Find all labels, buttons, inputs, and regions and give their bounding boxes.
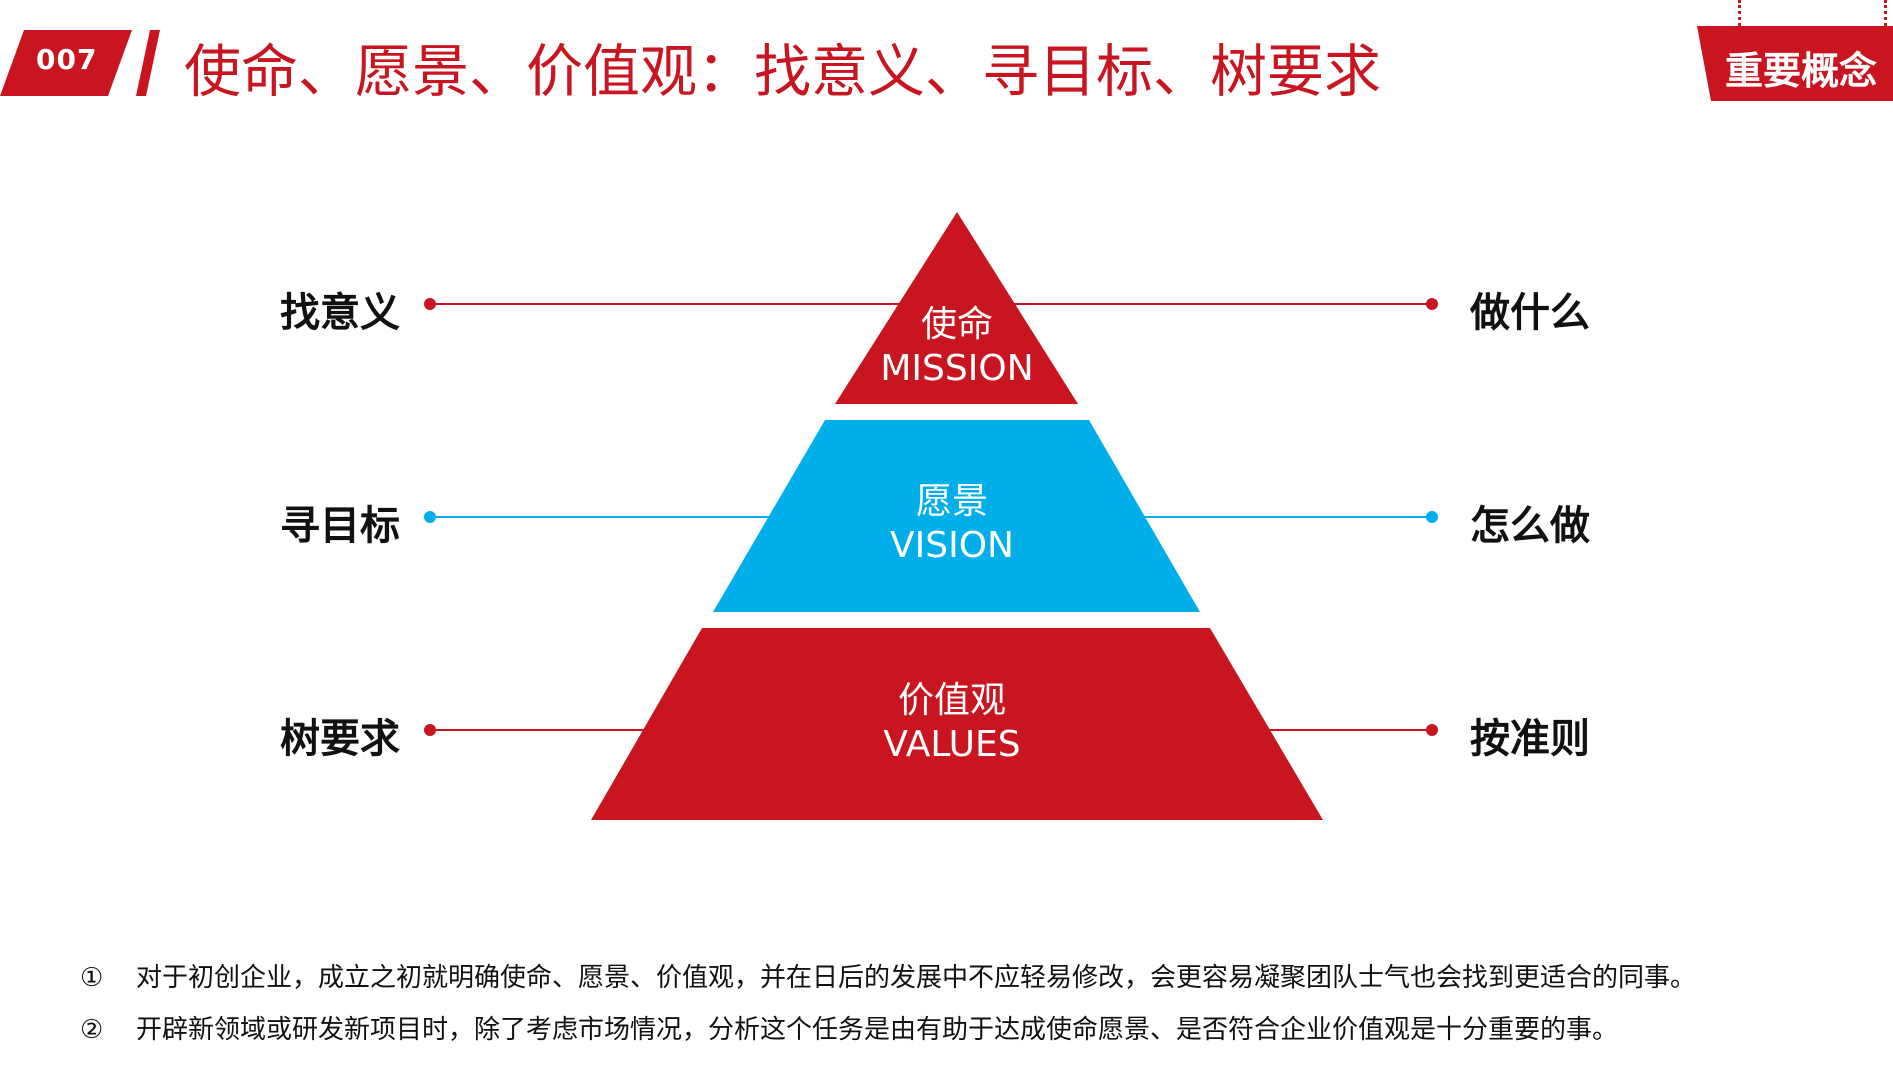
important-concept-badge-label: 重要概念 [1725, 49, 1878, 93]
note-marker-2: ② [80, 1015, 104, 1045]
tier-mission-en: MISSION [880, 348, 1034, 389]
important-concept-badge [1697, 26, 1893, 101]
right-label-values: 按准则 [1470, 716, 1590, 762]
badge-dotted-line-left [1738, 0, 1741, 26]
note-text-2: 开辟新领域或研发新项目时，除了考虑市场情况，分析这个任务是由有助于达成使命愿景、… [136, 1015, 1619, 1045]
right-label-mission: 做什么 [1470, 290, 1590, 336]
tier-mission-cn: 使命 [920, 304, 993, 345]
badge-dotted-line-right [1884, 0, 1887, 26]
page-title: 使命、愿景、价值观：找意义、寻目标、树要求 [184, 39, 1381, 105]
tier-values-cn: 价值观 [897, 680, 1006, 721]
tier-vision-text: 愿景 VISION [852, 480, 1052, 568]
tier-values-text: 价值观 VALUES [852, 679, 1052, 767]
left-label-values: 树要求 [280, 716, 400, 762]
connector-dot-vision-left [424, 511, 436, 523]
connector-dot-values-left [424, 724, 436, 736]
left-label-mission: 找意义 [280, 290, 400, 336]
note-item-2: ② 开辟新领域或研发新项目时，除了考虑市场情况，分析这个任务是由有助于达成使命愿景… [80, 1009, 1618, 1046]
left-label-vision: 寻目标 [280, 503, 400, 549]
pyramid-tier-values [591, 628, 1323, 820]
pyramid-tier-mission [835, 212, 1078, 404]
note-text-1: 对于初创企业，成立之初就明确使命、愿景、价值观，并在日后的发展中不应轻易修改，会… [136, 963, 1697, 993]
right-label-vision: 怎么做 [1470, 503, 1590, 549]
connector-dot-mission-right [1426, 298, 1438, 310]
connector-dot-vision-right [1426, 511, 1438, 523]
note-item-1: ① 对于初创企业，成立之初就明确使命、愿景、价值观，并在日后的发展中不应轻易修改，… [80, 957, 1696, 994]
connector-dot-values-right [1426, 724, 1438, 736]
connector-dot-mission-left [424, 298, 436, 310]
tier-values-en: VALUES [883, 724, 1021, 765]
note-marker-1: ① [80, 963, 104, 993]
page-number: 007 [36, 43, 98, 76]
pyramid-tier-vision [713, 420, 1200, 612]
tier-vision-cn: 愿景 [915, 481, 988, 522]
tier-vision-en: VISION [890, 525, 1014, 566]
tier-mission-text: 使命 MISSION [857, 303, 1057, 391]
page-number-tag [0, 30, 132, 96]
